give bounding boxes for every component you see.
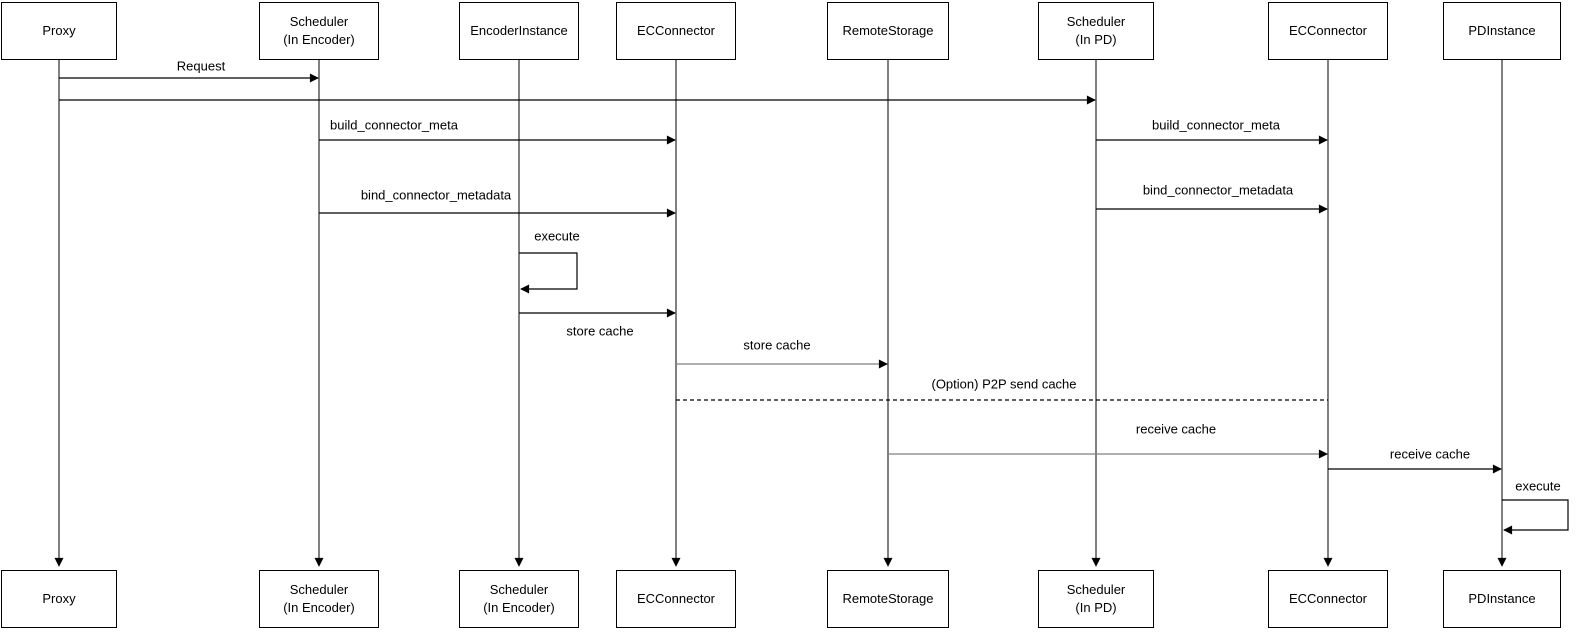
message-label: bind_connector_metadata — [1140, 182, 1296, 198]
participant-bottom-pd-instance: PDInstance — [1443, 570, 1561, 628]
participant-top-scheduler-encoder: Scheduler (In Encoder) — [259, 2, 379, 60]
message-label: execute — [1513, 478, 1563, 494]
message-label: receive cache — [1133, 421, 1219, 437]
participant-top-ec-connector-2: ECConnector — [1268, 2, 1388, 60]
message-label: bind_connector_metadata — [358, 187, 514, 203]
message-label: (Option) P2P send cache — [929, 376, 1079, 392]
message-label: Request — [174, 58, 228, 74]
participant-top-proxy: Proxy — [1, 2, 117, 60]
participant-bottom-ec-connector-2: ECConnector — [1268, 570, 1388, 628]
participant-bottom-ec-connector-1: ECConnector — [616, 570, 736, 628]
participant-bottom-scheduler-pd: Scheduler (In PD) — [1038, 570, 1154, 628]
message-label: store cache — [741, 337, 813, 353]
message-label: execute — [532, 228, 582, 244]
messages-group — [59, 73, 1569, 535]
participant-bottom-remote-storage: RemoteStorage — [827, 570, 949, 628]
participant-top-remote-storage: RemoteStorage — [827, 2, 949, 60]
message-label: build_connector_meta — [1150, 117, 1282, 133]
participant-top-pd-instance: PDInstance — [1443, 2, 1561, 60]
participant-bottom-proxy: Proxy — [1, 570, 117, 628]
message-label: build_connector_meta — [328, 117, 460, 133]
participant-top-ec-connector-1: ECConnector — [616, 2, 736, 60]
participant-bottom-encoder-instance: Scheduler (In Encoder) — [459, 570, 579, 628]
self-loop-encoder-instance — [519, 252, 578, 294]
lifelines-group — [54, 60, 1507, 567]
message-label: store cache — [564, 323, 636, 339]
participant-top-scheduler-pd: Scheduler (In PD) — [1038, 2, 1154, 60]
participant-top-encoder-instance: EncoderInstance — [459, 2, 579, 60]
message-label: receive cache — [1387, 446, 1473, 462]
self-loop-pd-instance — [1502, 499, 1569, 535]
participant-bottom-scheduler-encoder: Scheduler (In Encoder) — [259, 570, 379, 628]
